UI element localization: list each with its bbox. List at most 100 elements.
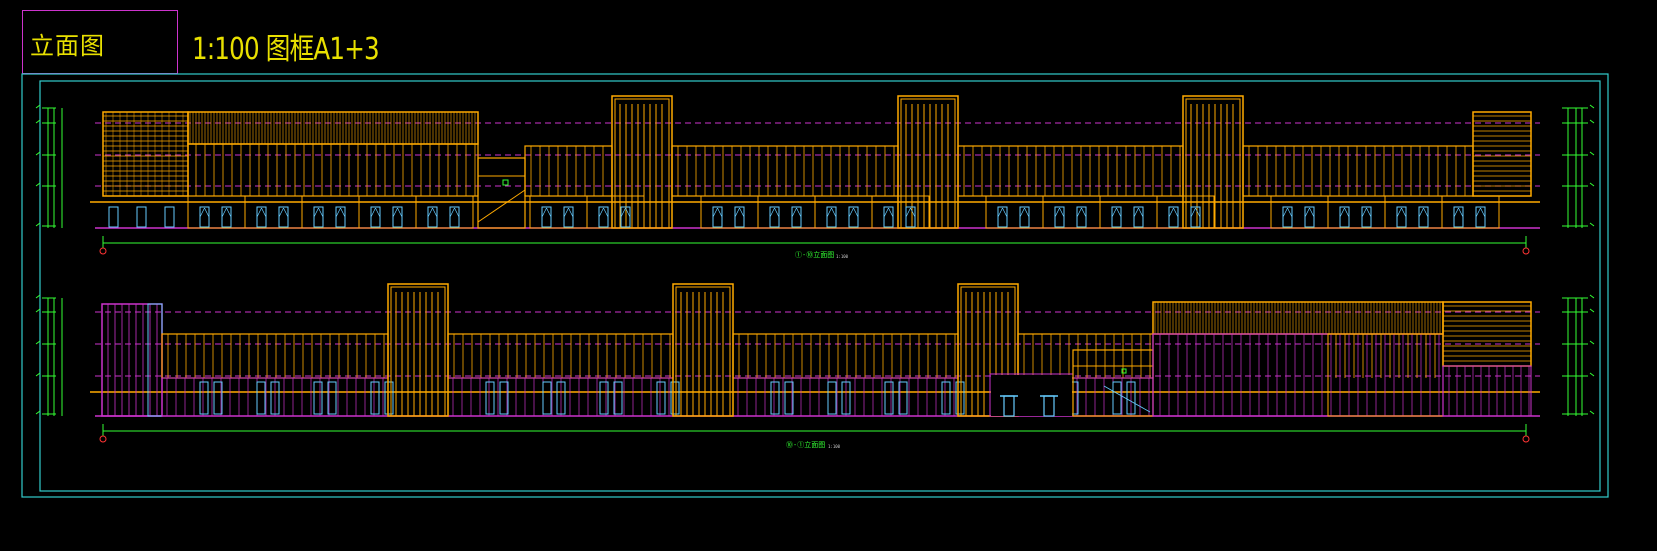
shop-front (1156, 195, 1215, 229)
glass-door (898, 381, 908, 415)
door-leaf (717, 207, 723, 218)
glass-door (883, 206, 894, 228)
upper-facade (187, 143, 479, 197)
glass-door (827, 381, 837, 415)
door-leaf (739, 207, 745, 218)
door-leaf (204, 207, 210, 218)
door-leaf (568, 207, 574, 218)
door-leaf (1396, 207, 1402, 218)
glass-door (841, 381, 851, 415)
level-symbol-right (1589, 340, 1595, 345)
glass-door (270, 381, 280, 415)
glass-door (1133, 206, 1144, 228)
bay-0 (524, 145, 613, 197)
door-leaf (603, 207, 609, 218)
door-leaf (1339, 207, 1345, 218)
glass-door (791, 206, 802, 228)
door-leaf (1138, 207, 1144, 218)
level-symbol-right (1589, 119, 1595, 124)
door-leaf (318, 207, 324, 218)
axis-marker (99, 435, 107, 443)
door-leaf (1076, 207, 1082, 218)
tower-1-inner (614, 98, 670, 229)
door-leaf (392, 207, 398, 218)
door-leaf (256, 207, 262, 218)
inner-frame (39, 80, 1601, 492)
glass-door (499, 381, 509, 415)
door-leaf (598, 207, 604, 218)
glass-door (826, 206, 837, 228)
level-symbol-left (35, 340, 41, 345)
door-leaf (910, 207, 916, 218)
door-leaf (449, 207, 455, 218)
glass-door (941, 381, 951, 415)
door-leaf (625, 207, 631, 218)
glass-door (1112, 381, 1122, 415)
tower-1 (387, 283, 449, 417)
door-leaf (199, 207, 205, 218)
door-leaf (1423, 207, 1429, 218)
glass-door (108, 206, 119, 228)
shop-front (358, 195, 417, 229)
door-leaf (1081, 207, 1087, 218)
door-leaf (427, 207, 433, 218)
tower-2 (897, 95, 959, 229)
left-wing (102, 111, 189, 197)
glass-door (256, 381, 266, 415)
shop-front (985, 195, 1044, 229)
upper-band-3 (1017, 333, 1154, 379)
shop-front (1042, 195, 1101, 229)
door-leaf (796, 207, 802, 218)
glass-door (1054, 206, 1065, 228)
door-leaf (1287, 207, 1293, 218)
upper-band-2 (732, 333, 959, 379)
door-leaf (340, 207, 346, 218)
glass-door (670, 381, 680, 415)
glass-door (449, 206, 460, 228)
door-leaf (226, 207, 232, 218)
door-leaf (1133, 207, 1139, 218)
level-symbol-left (35, 410, 41, 415)
glass-door (563, 206, 574, 228)
glass-door (1361, 206, 1372, 228)
glass-door (1076, 206, 1087, 228)
door-leaf (1190, 207, 1196, 218)
glass-door (848, 206, 859, 228)
door-leaf (261, 207, 267, 218)
shop-front (757, 195, 816, 229)
glass-door (136, 206, 147, 228)
entrance-stair (477, 189, 526, 223)
level-symbol-right (1589, 294, 1595, 299)
tower-2-inner (900, 98, 956, 229)
left-block (101, 303, 163, 417)
roof-band (1152, 301, 1444, 335)
glass-door (1111, 206, 1122, 228)
elevation-1-caption: ①-⑩立面图 (795, 251, 835, 259)
door-leaf (883, 207, 889, 218)
door-leaf (1059, 207, 1065, 218)
door-leaf (1002, 207, 1008, 218)
view-title: 立面图 (30, 32, 105, 60)
roof-band (187, 111, 479, 145)
glass-door (221, 206, 232, 228)
right-wing (1472, 111, 1532, 197)
level-symbol-left (35, 294, 41, 299)
tower-2-inner (675, 286, 731, 417)
shop-front (1099, 195, 1158, 229)
door-leaf (734, 207, 740, 218)
glass-door (1282, 206, 1293, 228)
door-leaf (853, 207, 859, 218)
shop-front (586, 195, 645, 229)
glass-door (335, 206, 346, 228)
door-leaf (335, 207, 341, 218)
door-leaf (1366, 207, 1372, 218)
level-symbol-right (1589, 104, 1595, 109)
level-symbol-left (35, 151, 41, 156)
storefront-2 (732, 377, 959, 417)
door-leaf (1453, 207, 1459, 218)
glass-door (370, 206, 381, 228)
door-leaf (769, 207, 775, 218)
door-leaf (1401, 207, 1407, 218)
glass-door (769, 206, 780, 228)
level-symbol-right (1589, 372, 1595, 377)
